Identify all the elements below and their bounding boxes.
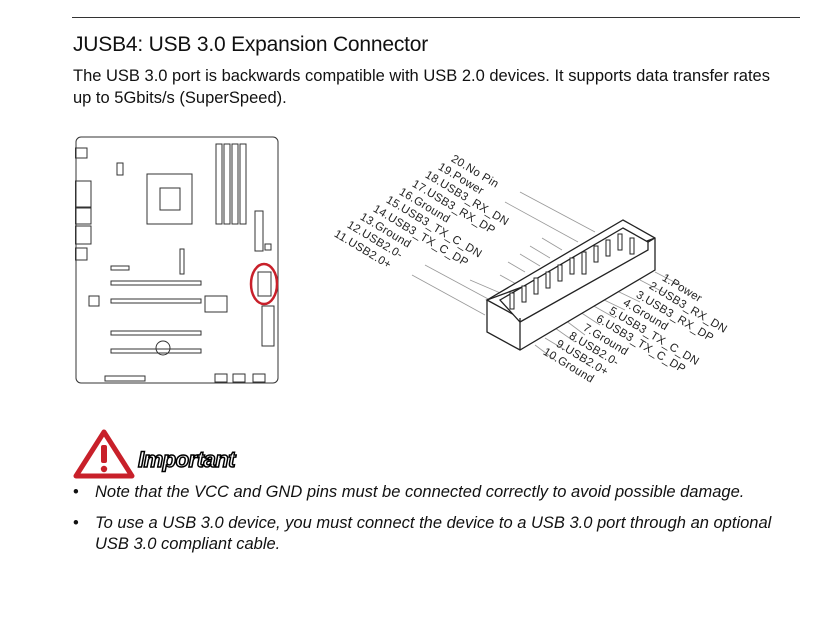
- top-rule: [72, 17, 800, 18]
- motherboard-diagram: [75, 136, 279, 384]
- connector-diagram: [411, 191, 681, 361]
- jusb4-highlight: [249, 262, 279, 306]
- section-description: The USB 3.0 port is backwards compatible…: [73, 67, 770, 107]
- warning-icon: [73, 429, 135, 479]
- section-title: JUSB4: USB 3.0 Expansion Connector: [73, 33, 429, 56]
- notes-list: Note that the VCC and GND pins must be c…: [73, 482, 793, 565]
- note-item: Note that the VCC and GND pins must be c…: [73, 482, 793, 503]
- important-heading: Important: [137, 446, 236, 473]
- note-item: To use a USB 3.0 device, you must connec…: [73, 513, 793, 555]
